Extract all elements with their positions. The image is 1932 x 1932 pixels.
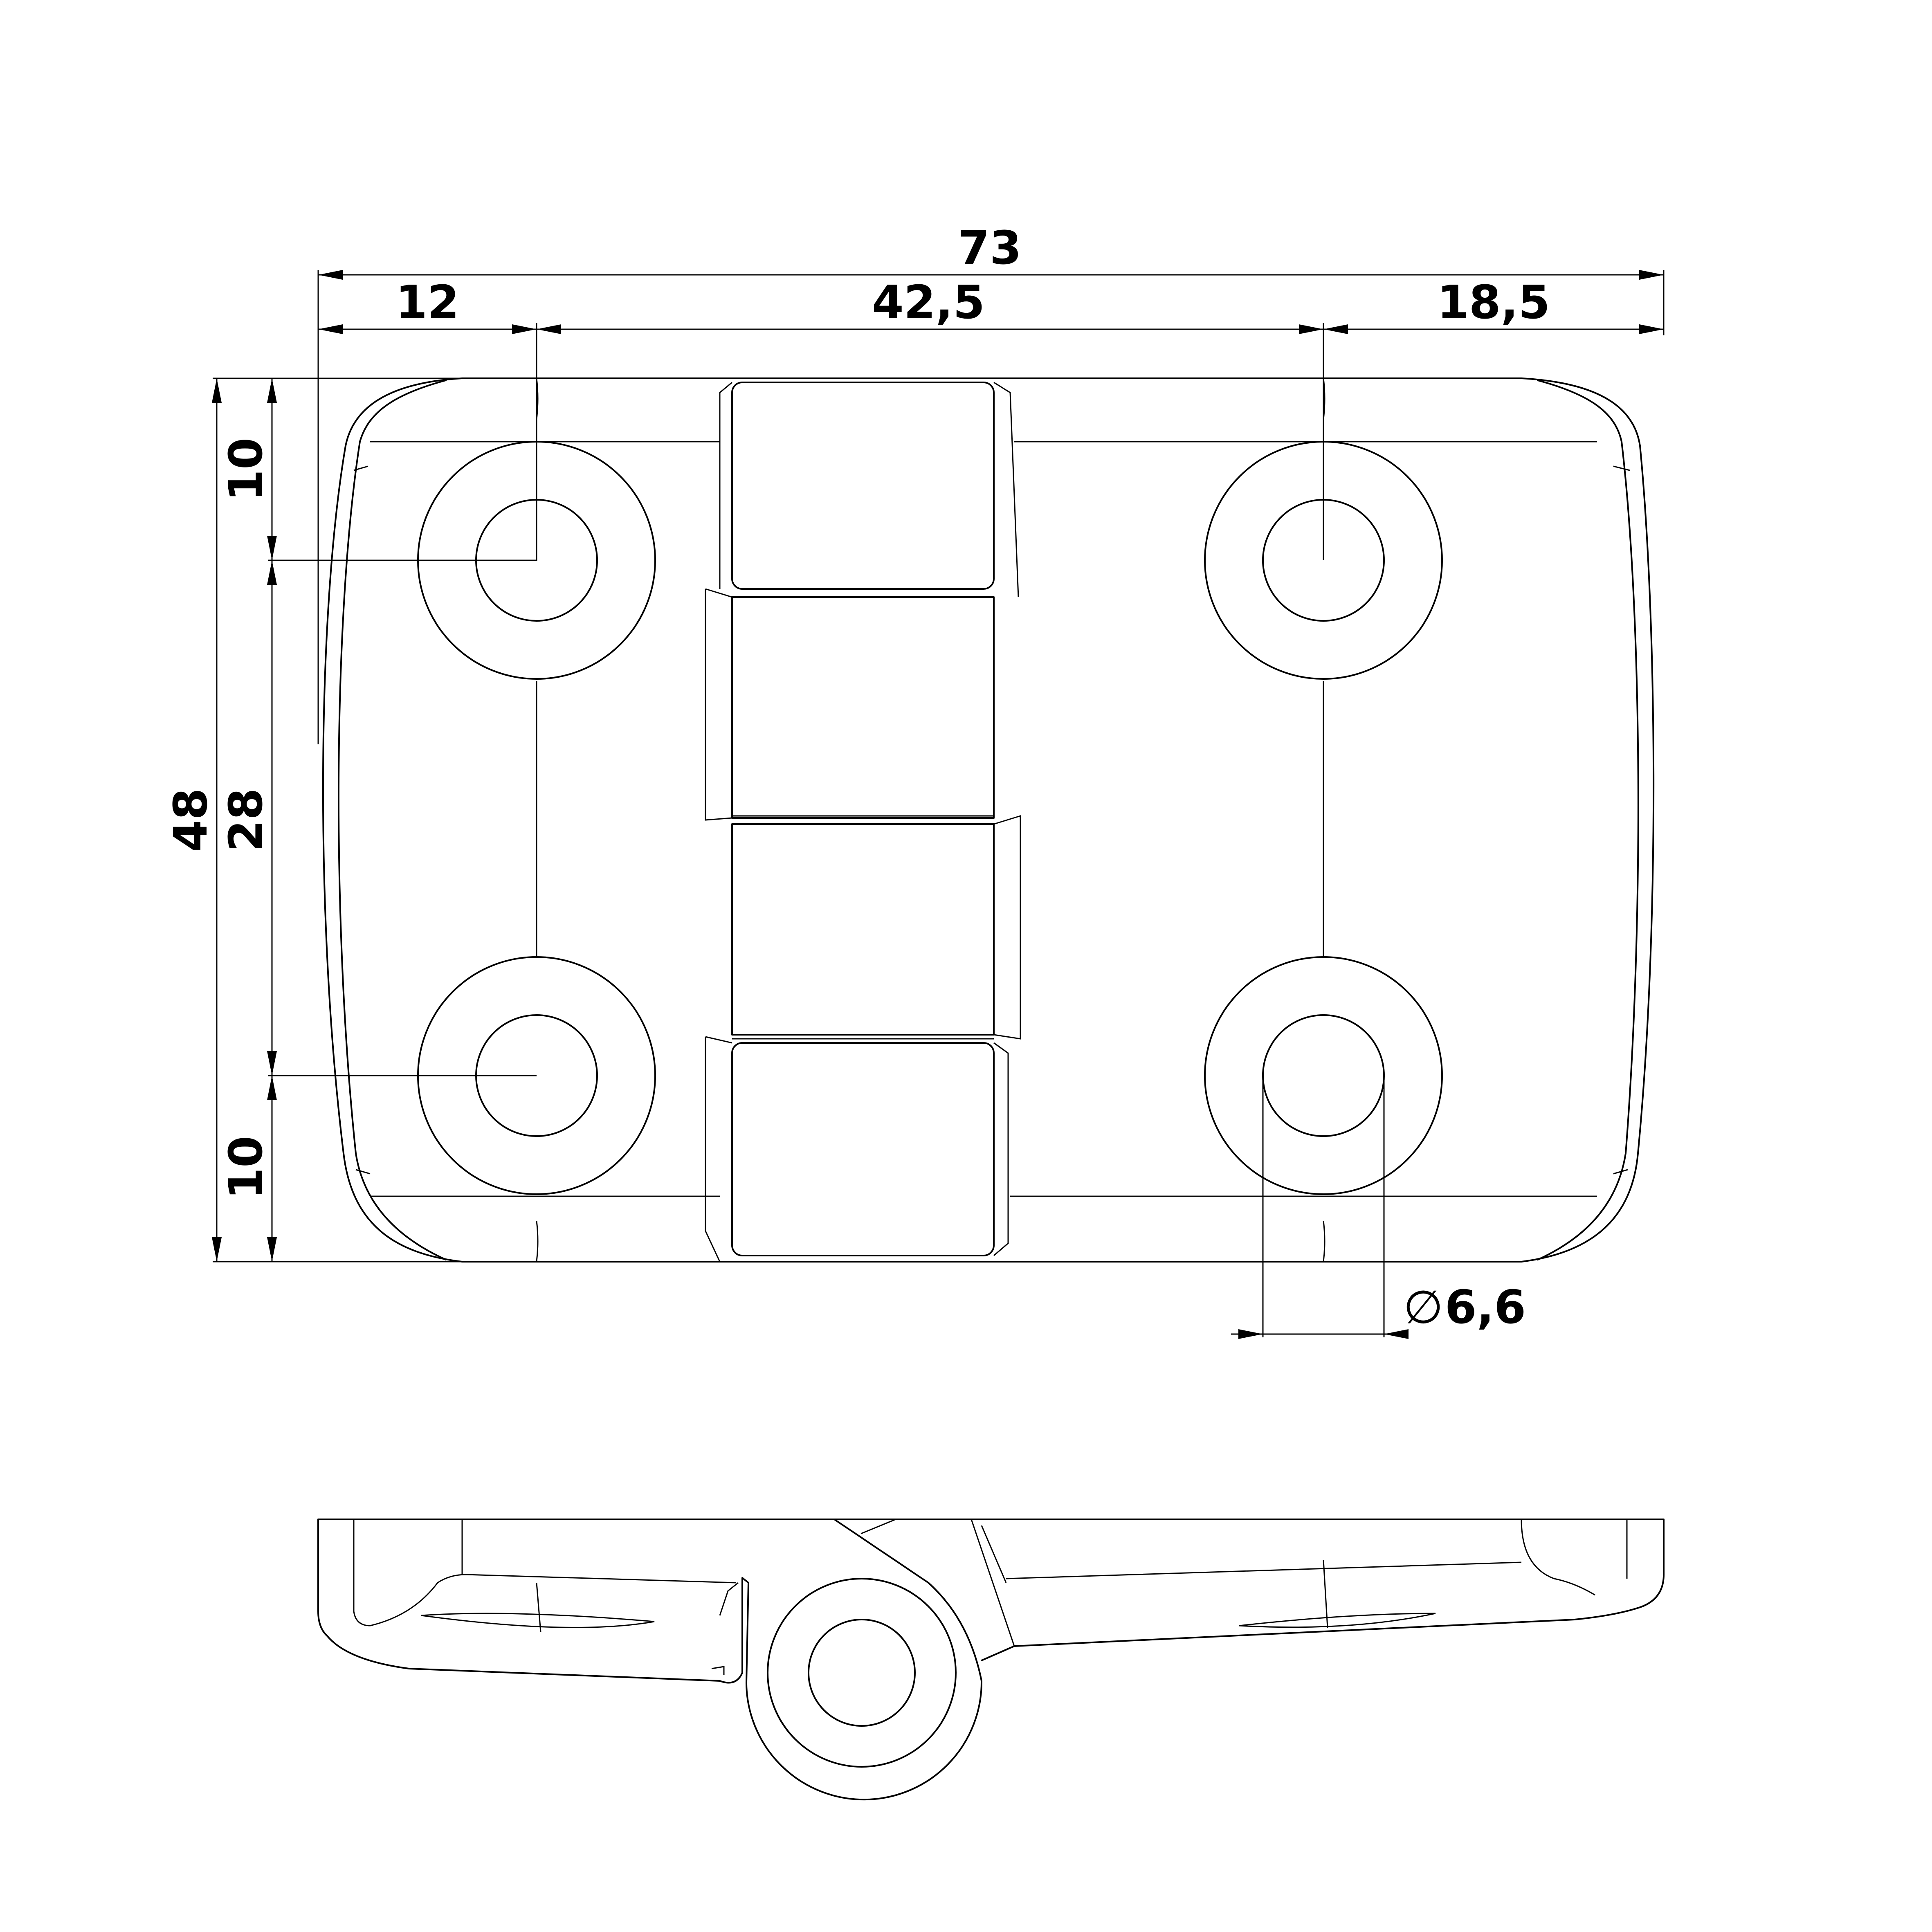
inner-contour: [337, 380, 1639, 1260]
corner-ticks: [353, 465, 1630, 1175]
hinge-side-view: [317, 1519, 1665, 1800]
outer-outline: [322, 377, 1655, 1263]
side-pin-inner: [808, 1619, 916, 1727]
hinge-top-view: [322, 335, 1655, 1263]
dim-overall-width: 73: [958, 222, 1022, 275]
dim-bottom-offset: 10: [220, 1136, 273, 1200]
center-marks: [483, 335, 1324, 1076]
dim-right-offset: 18,5: [1437, 276, 1550, 329]
hole-bottom-right: [1204, 956, 1443, 1195]
plate-lines: [370, 441, 1597, 1197]
dimension-lines: [212, 270, 1665, 1339]
dim-top-offset: 10: [220, 438, 273, 501]
side-outline: [317, 1519, 983, 1800]
dim-hole-spacing-horizontal: 42,5: [872, 276, 985, 329]
dim-left-offset: 12: [395, 276, 459, 329]
edge-marks: [536, 378, 1325, 1262]
dim-hole-spacing-vertical: 28: [220, 788, 273, 852]
hole-center-lines: [536, 681, 1324, 957]
dim-hole-diameter: 6,6: [1445, 1281, 1526, 1334]
hinge-knuckles: [705, 382, 1021, 1262]
diameter-symbol: ∅: [1403, 1281, 1443, 1334]
side-pin-outer: [767, 1578, 957, 1768]
dim-overall-height: 48: [164, 788, 218, 852]
side-leaf-right: [833, 1519, 1665, 1661]
dimension-labels: 73 12 42,5 18,5 48 28 10 10 ∅ 6,6: [164, 222, 1550, 1334]
